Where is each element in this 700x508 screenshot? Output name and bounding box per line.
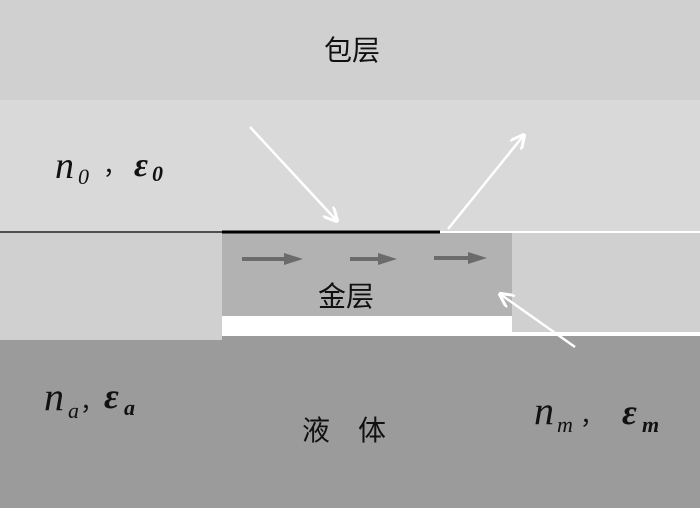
plasmon-arrow <box>350 253 397 265</box>
cladding-params: n 0 ， ε 0 <box>55 145 163 189</box>
analyte-n-symbol: n <box>44 374 64 419</box>
plasmon-arrows <box>242 252 487 265</box>
cladding-separator: ， <box>103 154 127 180</box>
plasmon-arrow <box>242 253 303 265</box>
cladding-n-subscript: 0 <box>78 164 89 189</box>
liquid-label: 液 体 <box>302 414 386 447</box>
metal-separator: ， <box>580 404 604 430</box>
left-side-block <box>0 232 222 340</box>
cladding-label: 包层 <box>324 34 380 67</box>
liquid-region <box>0 336 700 508</box>
metal-n-symbol: n <box>534 388 554 433</box>
analyte-eps-subscript: a <box>124 395 135 420</box>
analyte-n-subscript: a <box>68 398 79 423</box>
cladding-top-region <box>0 0 700 100</box>
cladding-n-symbol: n <box>55 145 74 187</box>
analyte-separator: ， <box>80 390 104 416</box>
cladding-lower-region <box>0 100 700 232</box>
metal-params: n m ， ε m <box>534 388 659 437</box>
cladding-eps-symbol: ε <box>134 147 148 184</box>
gold-layer-label: 金层 <box>318 280 374 313</box>
right-side-block <box>512 232 700 332</box>
cladding-eps-subscript: 0 <box>152 161 163 186</box>
coupled-arrow <box>500 294 576 349</box>
gold-layer <box>222 232 512 316</box>
metal-n-subscript: m <box>557 412 573 437</box>
metal-eps-subscript: m <box>642 412 659 437</box>
analyte-eps-symbol: ε <box>104 376 119 416</box>
analyte-params: n a ， ε a <box>44 374 135 423</box>
incident-arrow <box>249 126 337 221</box>
reflected-arrow <box>447 135 524 230</box>
plasmon-arrow <box>434 252 487 264</box>
metal-eps-symbol: ε <box>622 392 637 432</box>
